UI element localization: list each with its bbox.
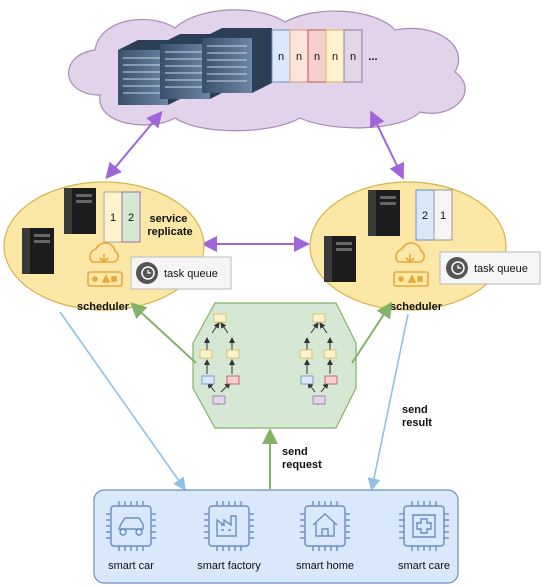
send-request-label: send request	[282, 446, 322, 471]
queue-ellipsis: ...	[368, 51, 377, 63]
left-scheduler-label: scheduler	[77, 301, 130, 313]
send-result-label: send result	[402, 404, 432, 429]
right-scheduler-label: scheduler	[390, 301, 443, 313]
queue-cell-1: n	[278, 51, 284, 63]
left-scheduler-icon	[87, 242, 123, 287]
left-server-top-icon	[64, 188, 96, 234]
left-replica-slot-2: 2	[128, 212, 134, 224]
queue-cell-3: n	[314, 51, 320, 63]
left-server-bottom-icon	[22, 228, 54, 274]
left-task-queue-label: task queue	[164, 268, 218, 280]
right-replica-slot-1: 2	[422, 210, 428, 222]
right-task-queue-label: task queue	[474, 263, 528, 275]
service-replicate-label: service replicate	[147, 213, 192, 238]
send-result-arrows	[59, 311, 409, 492]
right-server-bottom-icon	[324, 236, 356, 282]
left-replica-slot-1: 1	[110, 212, 116, 224]
queue-cell-4: n	[332, 51, 338, 63]
factory-chip-icon	[204, 501, 254, 551]
right-scheduler-icon	[393, 242, 429, 287]
device-label-smart-factory: smart factory	[197, 560, 261, 572]
cloud-task-queue: n n n n n ...	[271, 29, 378, 83]
left-cloud-arrow	[105, 110, 163, 180]
right-task-queue-clock-icon	[446, 257, 468, 279]
cloud-edge-links	[105, 110, 404, 252]
right-cloud-arrow	[370, 110, 404, 180]
cloud-server-racks-icon	[118, 28, 272, 105]
left-task-queue-clock-icon	[136, 262, 158, 284]
right-edge-cluster: 2 1 task queue scheduler	[309, 181, 541, 313]
device-label-smart-home: smart home	[296, 560, 354, 572]
device-panel	[93, 489, 459, 584]
device-label-smart-care: smart care	[398, 560, 450, 572]
car-chip-icon	[106, 501, 156, 551]
right-server-top-icon	[368, 190, 400, 236]
queue-cell-5: n	[350, 51, 356, 63]
medical-chip-icon	[399, 501, 449, 551]
task-dag-left	[204, 322, 235, 405]
task-dag-left-nodes	[199, 313, 240, 405]
right-replica-slot-2: 1	[440, 210, 446, 222]
left-edge-cluster: 1 2 service replicate task queue schedul…	[3, 181, 232, 313]
send-request-arrows	[130, 301, 393, 489]
task-dag-right-nodes	[299, 313, 338, 405]
device-label-smart-car: smart car	[108, 560, 154, 572]
queue-cell-2: n	[296, 51, 302, 63]
home-chip-icon	[300, 501, 350, 551]
